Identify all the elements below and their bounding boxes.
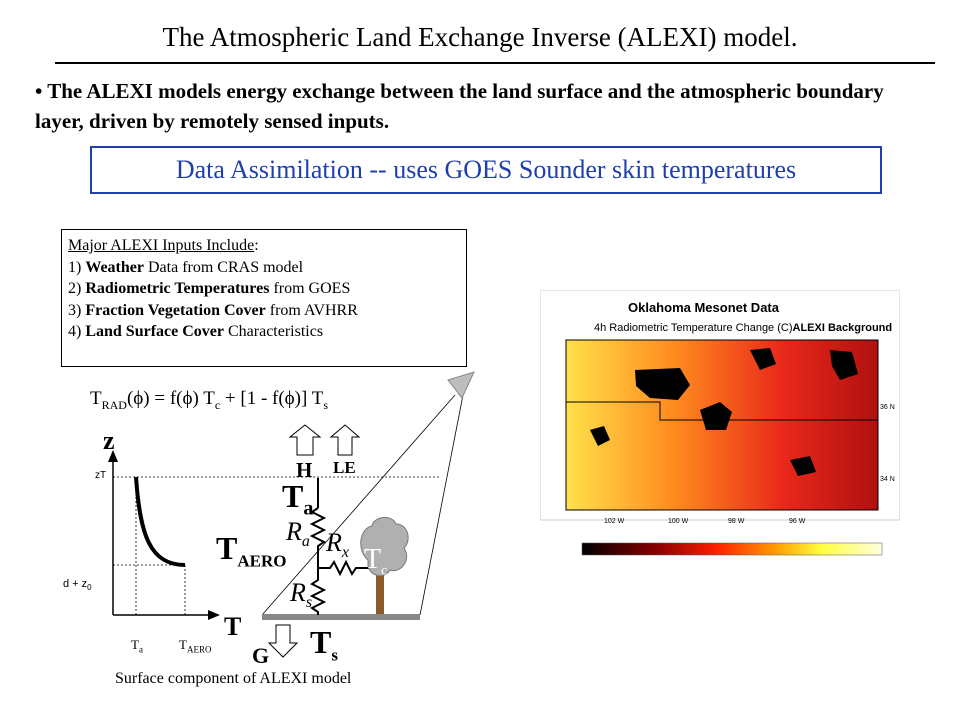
lon-label: 96 W <box>789 518 806 525</box>
h-flux-arrow <box>288 424 322 456</box>
h-label: H <box>296 458 313 482</box>
lon-label: 102 W <box>604 518 625 525</box>
ta-axis-label: Ta <box>131 637 143 655</box>
data-assimilation-box: Data Assimilation -- uses GOES Sounder s… <box>90 146 882 194</box>
lower-resistor <box>309 568 327 615</box>
cloud-patch <box>700 402 732 430</box>
lat-label: 34 N <box>880 476 895 483</box>
title-underline <box>55 62 935 64</box>
inputs-box: Major ALEXI Inputs Include: 1) Weather D… <box>61 229 467 367</box>
z-axis-arrow <box>108 450 118 462</box>
rx-label: Rx <box>326 528 349 562</box>
bullet-text: • The ALEXI models energy exchange betwe… <box>35 79 884 133</box>
ra-label: Ra <box>286 517 310 551</box>
state-border <box>566 401 878 421</box>
ts-node-label: Ts <box>310 624 338 665</box>
map-colorbar <box>581 542 883 556</box>
radiometric-equation: TRAD(ϕ) = f(ϕ) Tc + [1 - f(ϕ)] Ts <box>90 388 329 412</box>
cloud-patch <box>750 348 776 370</box>
canopy-resistor <box>318 559 370 577</box>
tc-label: Tc <box>364 544 388 579</box>
inputs-header: Major ALEXI Inputs Include: <box>68 237 259 254</box>
upper-resistor <box>309 507 327 568</box>
zt-label: zT <box>95 470 107 481</box>
slide-title: The Atmospheric Land Exchange Inverse (A… <box>162 22 798 52</box>
sensor-icon <box>447 371 475 399</box>
view-line-right <box>419 394 464 616</box>
t-axis-label: T <box>224 612 242 641</box>
tree-trunk <box>376 568 384 614</box>
tree-crown <box>360 517 409 577</box>
ground-surface <box>262 614 420 620</box>
cloud-patch <box>590 426 610 446</box>
le-flux-arrow <box>329 424 361 456</box>
dz0-label: d + z0 <box>63 578 92 593</box>
ta-node-label: Ta <box>282 478 314 520</box>
map-title: Oklahoma Mesonet Data <box>628 300 779 315</box>
view-line-left <box>261 394 456 616</box>
oklahoma-map <box>540 290 900 556</box>
t-axis-arrow <box>208 610 220 620</box>
g-flux-arrow <box>267 624 299 658</box>
input-item: 4) Land Surface Cover Characteristics <box>68 323 324 340</box>
figure-caption: Surface component of ALEXI model <box>115 670 352 687</box>
cloud-patch <box>830 350 858 380</box>
cloud-patch <box>790 456 816 476</box>
taero-axis-label: TAERO <box>179 637 212 655</box>
lat-label: 36 N <box>880 404 895 411</box>
taero-node-label: TAERO <box>216 530 287 571</box>
le-label: LE <box>333 458 356 477</box>
rs-label: Rs <box>290 578 313 612</box>
input-item: 2) Radiometric Temperatures from GOES <box>68 280 351 297</box>
lon-label: 98 W <box>728 518 745 525</box>
map-subtitle: 4h Radiometric Temperature Change (C)ALE… <box>594 322 893 334</box>
lon-label: 100 W <box>668 518 689 525</box>
temperature-profile-curve <box>134 476 186 567</box>
z-axis-label: z <box>103 426 115 455</box>
input-item: 3) Fraction Vegetation Cover from AVHRR <box>68 301 358 319</box>
g-label: G <box>252 643 270 668</box>
input-item: 1) Weather Data from CRAS model <box>68 258 304 276</box>
cloud-patch <box>635 368 690 400</box>
